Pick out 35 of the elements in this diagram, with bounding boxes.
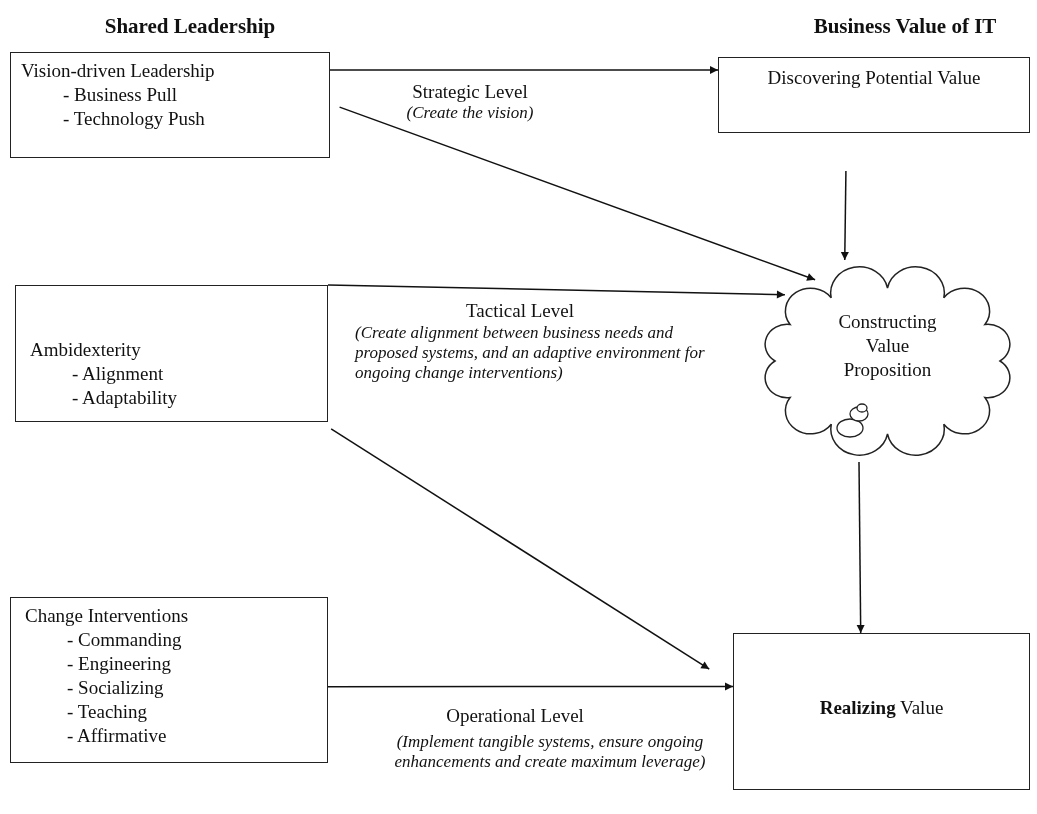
arrow bbox=[840, 170, 849, 261]
process-box bbox=[10, 597, 328, 763]
box-text: Discovering Potential Value bbox=[766, 66, 982, 90]
arrow bbox=[327, 284, 786, 299]
level-description: (Implement tangible systems, ensure ongoing enhancements and create maximum leverage) bbox=[393, 732, 707, 772]
process-box bbox=[15, 285, 328, 422]
arrow bbox=[856, 461, 865, 634]
box-text: Change Interventions bbox=[25, 604, 190, 628]
box-text: Ambidexterity bbox=[30, 338, 142, 362]
arrow bbox=[327, 682, 734, 691]
arrow bbox=[330, 428, 710, 670]
list-item: - Alignment bbox=[71, 362, 165, 386]
process-box bbox=[718, 57, 1030, 133]
list-item: - Engineering bbox=[66, 652, 172, 676]
level-description: (Create the vision) bbox=[405, 103, 535, 123]
heading: Shared Leadership bbox=[103, 16, 277, 36]
arrow bbox=[338, 106, 816, 281]
list-item: - Commanding bbox=[66, 628, 183, 652]
level-title: Strategic Level bbox=[411, 82, 529, 102]
level-title: Tactical Level bbox=[465, 301, 575, 321]
list-item: - Technology Push bbox=[62, 107, 206, 131]
box-text: Vision-driven Leadership bbox=[21, 59, 216, 83]
list-item: - Affirmative bbox=[66, 724, 168, 748]
heading: Business Value of IT bbox=[812, 16, 998, 36]
box-text: Realizing Value bbox=[818, 696, 945, 720]
list-item: - Teaching bbox=[66, 700, 149, 724]
arrow bbox=[329, 65, 719, 74]
level-description: (Create alignment between business needs and proposed systems, and an adaptive environment for ongoing change interventions) bbox=[355, 323, 706, 383]
process-box bbox=[10, 52, 330, 158]
process-box bbox=[733, 633, 1030, 790]
list-item: - Business Pull bbox=[62, 83, 179, 107]
level-title: Operational Level bbox=[445, 706, 585, 726]
list-item: - Socializing bbox=[66, 676, 165, 700]
box-text: Constructing Value Proposition bbox=[837, 310, 938, 382]
list-item: - Adaptability bbox=[71, 386, 178, 410]
